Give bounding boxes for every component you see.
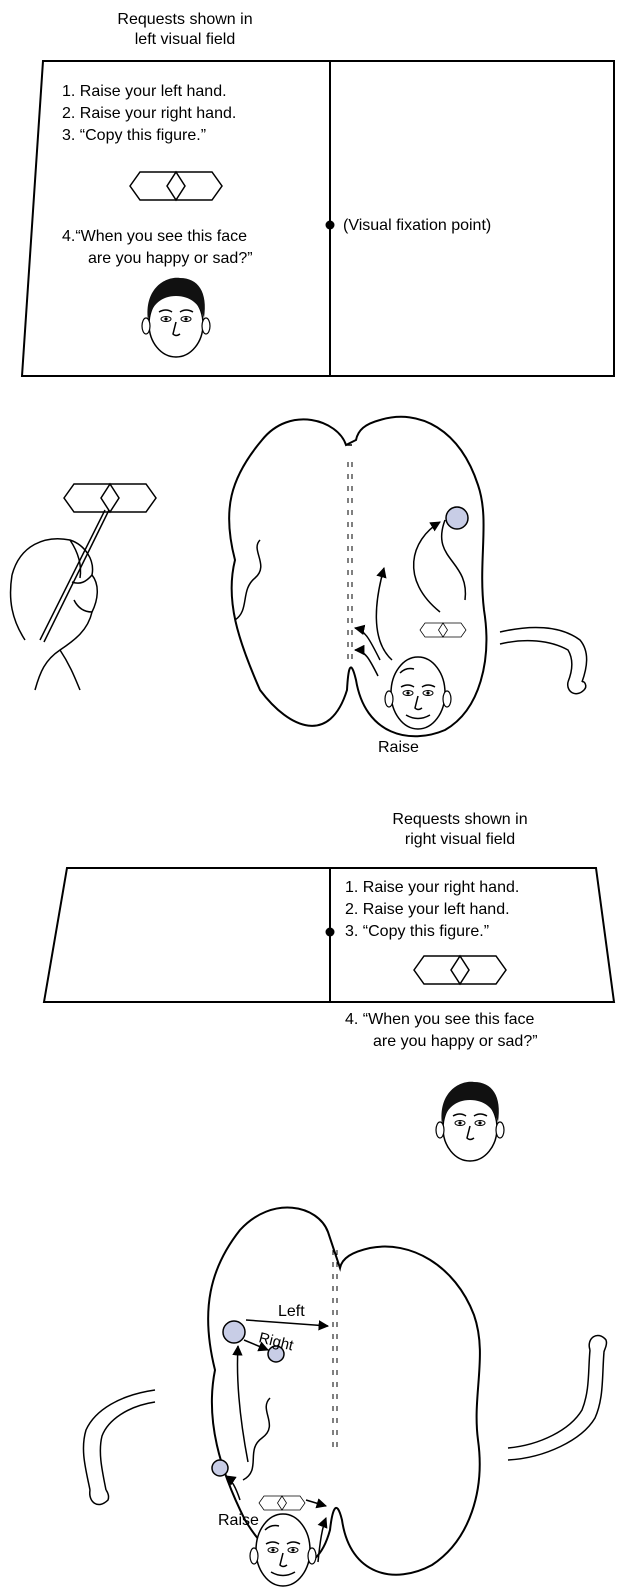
sulcus-left-bottom — [243, 1398, 270, 1480]
right-arm-top — [500, 627, 587, 693]
fixation-point-dot — [326, 221, 335, 230]
left-label-bottom: Left — [278, 1303, 305, 1320]
corpus-callosum-bottom — [333, 1250, 337, 1447]
bottom-request-3: 3. “Copy this figure.” — [345, 923, 489, 940]
sulcus-left-top — [235, 540, 261, 620]
arrow-face-to-callosum — [318, 1518, 326, 1562]
fixation-point-dot-bottom — [326, 928, 335, 937]
bottom-request-4-line2: are you happy or sad?” — [373, 1033, 538, 1050]
top-request-4-line1: 4.“When you see this face — [62, 228, 247, 245]
hex-figure-brain-top — [420, 623, 466, 637]
arrow-left-bottom — [246, 1320, 328, 1326]
bottom-brain-section: Left Right Raise — [83, 1208, 606, 1586]
bottom-request-1: 1. Raise your right hand. — [345, 879, 519, 896]
face-brain-bottom — [250, 1514, 316, 1586]
top-request-4-line2: are you happy or sad?” — [88, 250, 253, 267]
arrow-hex-to-callosum — [306, 1500, 326, 1506]
arrow-up-bottom — [237, 1346, 248, 1462]
left-hand-drawing — [11, 510, 109, 690]
hex-figure-brain-bottom — [259, 1496, 305, 1510]
copy-figure-bottom — [414, 956, 506, 984]
sulcus-right-top — [442, 520, 466, 600]
motor-area-circle-bottom-low — [212, 1460, 228, 1476]
arrow-to-callosum-top-2 — [355, 650, 378, 676]
face-bottom-panel — [436, 1082, 504, 1161]
copy-figure-top — [130, 172, 222, 200]
top-brain-section: Raise — [11, 417, 587, 756]
fixation-label: (Visual fixation point) — [343, 217, 491, 234]
bottom-request-2: 2. Raise your left hand. — [345, 901, 510, 918]
right-arm-bottom — [508, 1335, 607, 1460]
arrow-to-motor-top — [414, 522, 440, 612]
face-brain-top — [385, 657, 451, 729]
corpus-callosum-top — [348, 462, 352, 659]
arrow-up-top — [376, 568, 392, 660]
raise-label-bottom: Raise — [218, 1512, 259, 1529]
top-request-2: 2. Raise your right hand. — [62, 105, 236, 122]
top-visual-field-panel: 1. Raise your left hand. 2. Raise your r… — [22, 61, 614, 376]
motor-area-circle-top — [446, 507, 468, 529]
copied-figure-left-hand — [64, 484, 156, 512]
bottom-request-4-line1: 4. “When you see this face — [345, 1011, 535, 1028]
arrow-to-callosum-top-1 — [355, 628, 380, 660]
top-request-1: 1. Raise your left hand. — [62, 83, 227, 100]
raise-label-top: Raise — [378, 739, 419, 756]
bottom-visual-field-panel: 1. Raise your right hand. 2. Raise your … — [44, 868, 614, 1161]
brain-outline-top — [229, 417, 486, 736]
motor-area-circle-bottom-large — [223, 1321, 245, 1343]
left-arm-bottom — [83, 1390, 155, 1505]
top-request-3: 3. “Copy this figure.” — [62, 127, 206, 144]
face-top-panel — [142, 278, 210, 357]
